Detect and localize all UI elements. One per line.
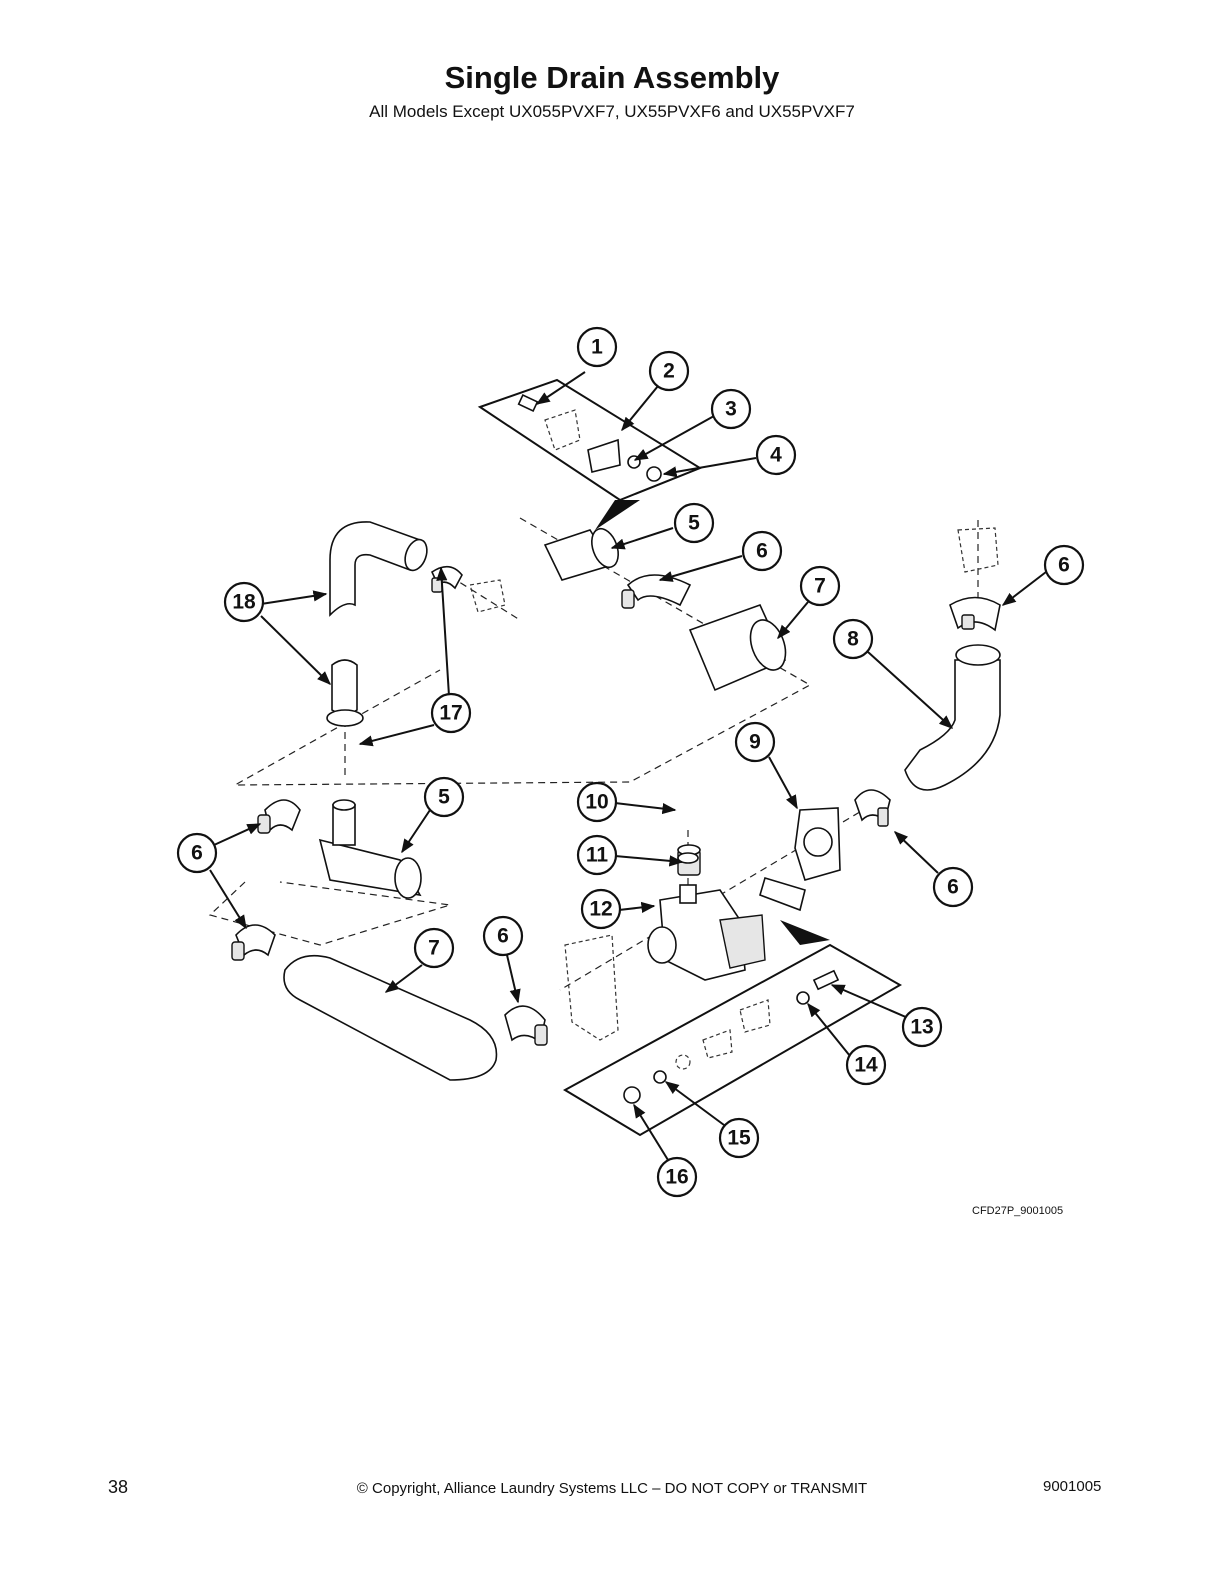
svg-text:6: 6	[756, 540, 768, 563]
svg-text:1: 1	[591, 336, 603, 359]
svg-text:18: 18	[232, 591, 256, 614]
callout-14: 14	[845, 1044, 887, 1086]
drain-valve-assembly	[647, 807, 841, 981]
callout-16: 16	[656, 1156, 698, 1198]
svg-text:16: 16	[665, 1166, 688, 1189]
callout-5-upper: 5	[673, 502, 715, 544]
svg-text:7: 7	[428, 937, 440, 960]
top-hardware-panel	[477, 378, 703, 530]
callout-5-lower: 5	[423, 776, 465, 818]
svg-text:10: 10	[585, 791, 608, 814]
document-number: 9001005	[1043, 1478, 1102, 1495]
callout-leaders	[209, 371, 1047, 1161]
svg-text:13: 13	[910, 1016, 933, 1039]
callout-9: 9	[734, 721, 776, 763]
svg-text:12: 12	[589, 898, 612, 921]
svg-text:9: 9	[749, 731, 761, 754]
callout-1: 1	[576, 326, 618, 368]
copyright-notice: © Copyright, Alliance Laundry Systems LL…	[356, 1480, 868, 1497]
svg-text:11: 11	[586, 844, 609, 867]
svg-text:17: 17	[439, 702, 462, 725]
callout-balloons: 1 2 3 4 5 6 7 6 8 18 17 5 6 6 7 6 9 10 1…	[176, 326, 1085, 1198]
callout-12: 12	[580, 888, 622, 930]
callout-11: 11	[576, 834, 618, 876]
bottom-hardware-panel	[562, 920, 903, 1137]
svg-text:6: 6	[1058, 554, 1070, 577]
svg-text:7: 7	[814, 575, 826, 598]
callout-6-upper: 6	[741, 530, 783, 572]
callout-15: 15	[718, 1117, 760, 1159]
callout-10: 10	[576, 781, 618, 823]
callout-13: 13	[901, 1006, 943, 1048]
page-subtitle: All Models Except UX055PVXF7, UX55PVXF6 …	[369, 102, 855, 121]
svg-text:5: 5	[688, 512, 700, 535]
svg-text:3: 3	[725, 398, 737, 421]
callout-4: 4	[755, 434, 797, 476]
svg-text:4: 4	[770, 444, 782, 467]
callout-8: 8	[832, 618, 874, 660]
callout-7-lower: 7	[413, 927, 455, 969]
svg-text:8: 8	[847, 628, 859, 651]
svg-text:15: 15	[727, 1127, 751, 1150]
svg-text:6: 6	[497, 925, 509, 948]
svg-text:5: 5	[438, 786, 450, 809]
svg-text:6: 6	[947, 876, 959, 899]
callout-2: 2	[648, 350, 690, 392]
page-number: 38	[108, 1477, 129, 1497]
svg-text:2: 2	[663, 360, 675, 383]
callout-6-right-lower: 6	[932, 866, 974, 908]
svg-text:14: 14	[854, 1054, 878, 1077]
upper-hoses	[543, 527, 787, 692]
right-elbow-hose	[854, 527, 1001, 827]
figure-code: CFD27P_9001005	[972, 1205, 1064, 1217]
callout-6-left: 6	[176, 832, 218, 874]
callout-17: 17	[430, 692, 472, 734]
callout-7-upper: 7	[799, 565, 841, 607]
page-title: Single Drain Assembly	[444, 60, 780, 95]
callout-6-middle: 6	[482, 915, 524, 957]
lower-left-hoses	[231, 799, 619, 1081]
callout-18: 18	[223, 581, 265, 623]
left-elbow-hose	[326, 521, 506, 727]
svg-text:6: 6	[191, 842, 203, 865]
callout-6-right-top: 6	[1043, 544, 1085, 586]
callout-3: 3	[710, 388, 752, 430]
